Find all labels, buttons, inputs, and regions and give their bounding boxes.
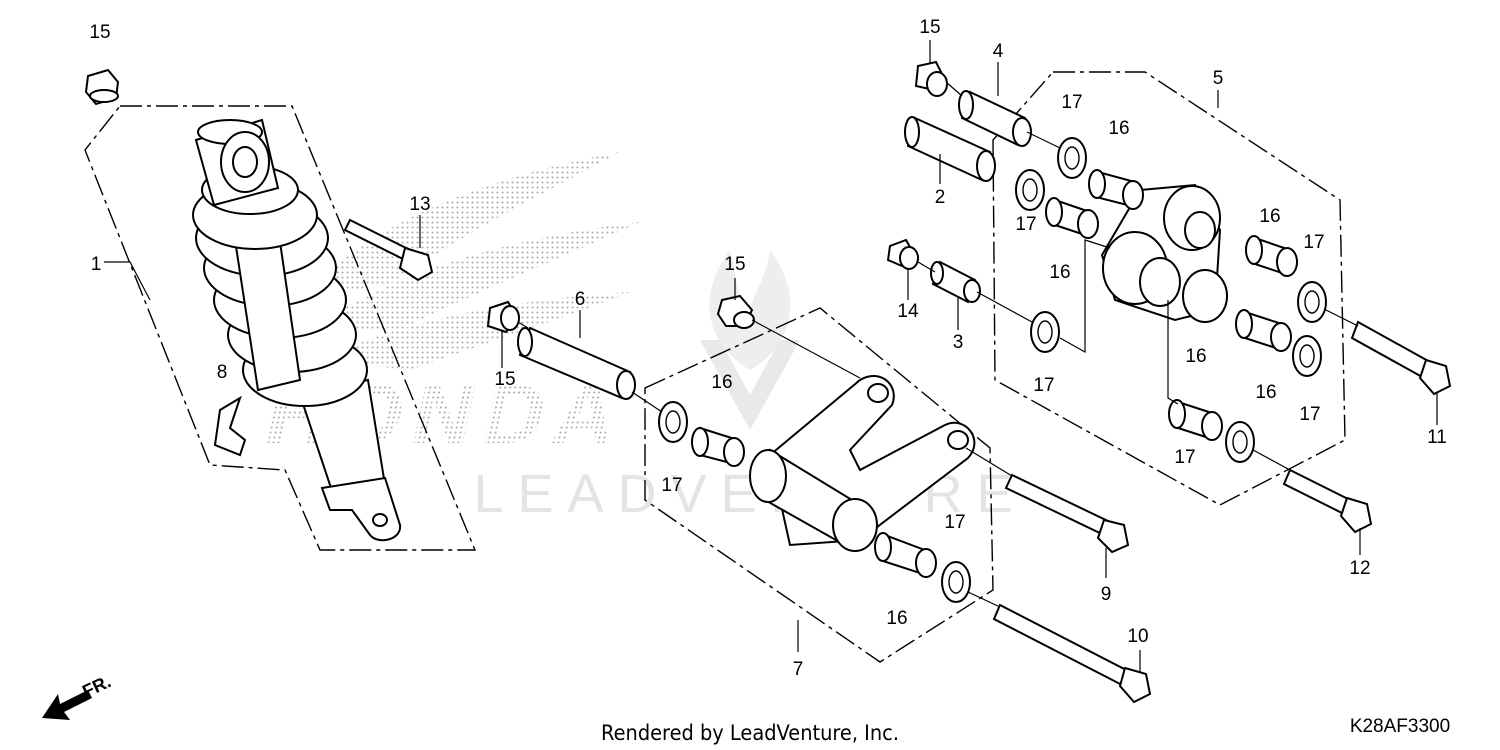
callout-4: 4 [993, 41, 1004, 62]
credit-text: Rendered by LeadVenture, Inc. [601, 721, 899, 745]
dust-seal [1015, 169, 1045, 211]
bolt-11 [1350, 320, 1452, 396]
arm-group-outline [992, 71, 1346, 506]
assembly-line [945, 81, 963, 97]
callout-17: 17 [1033, 375, 1054, 396]
assembly-line [976, 291, 1033, 323]
collar-3 [930, 260, 981, 304]
dust-seal [941, 561, 971, 603]
callouts: 1 2 3 4 5 6 7 8 9 10 11 12 13 14 15 15 1… [89, 17, 1446, 680]
dust-seal [1292, 335, 1322, 377]
callout-13: 13 [409, 194, 430, 215]
assembly-line [965, 447, 1013, 477]
assembly-line [917, 261, 936, 273]
callout-14: 14 [897, 301, 919, 322]
dust-seal [1030, 311, 1060, 353]
assembly-line [631, 391, 663, 413]
upper-mount-bolt [343, 218, 434, 282]
needle-bearing [1168, 399, 1223, 441]
dust-seal [658, 401, 688, 443]
flange-nut-top-left [84, 68, 120, 106]
needle-bearing [1235, 309, 1292, 352]
callout-17: 17 [1174, 447, 1195, 468]
needle-bearing [1045, 197, 1099, 239]
callout-17: 17 [1299, 404, 1320, 425]
callout-6: 6 [575, 289, 586, 310]
collar-6 [517, 326, 636, 400]
flange-nut-arm [914, 60, 948, 97]
callout-10: 10 [1127, 626, 1148, 647]
leader-line [104, 261, 151, 301]
callout-16: 16 [1185, 346, 1206, 367]
callout-17: 17 [1303, 232, 1324, 253]
assembly-line [517, 321, 529, 329]
bolt-12 [1282, 468, 1373, 534]
bolt-10 [992, 603, 1152, 704]
callout-11: 11 [1427, 427, 1447, 448]
callout-12: 12 [1349, 558, 1370, 579]
callout-15: 15 [919, 17, 940, 38]
rear-shock-absorber [192, 118, 402, 542]
assembly-line [1325, 309, 1359, 327]
callout-3: 3 [953, 332, 964, 353]
front-direction-arrow-icon: FR. [42, 671, 114, 720]
flange-nut-rod [716, 294, 755, 329]
rod-group-outline [644, 307, 994, 663]
collar-2 [904, 116, 996, 182]
assembly-line [1167, 300, 1179, 405]
callout-17: 17 [1015, 214, 1036, 235]
callout-17: 17 [1061, 92, 1082, 113]
needle-bearing [1088, 169, 1144, 210]
assembly-line [1026, 131, 1061, 149]
callout-1: 1 [91, 254, 102, 275]
cushion-connecting-rod [749, 375, 976, 552]
shock-group-outline [84, 105, 477, 551]
callout-16: 16 [1255, 382, 1276, 403]
callout-2: 2 [935, 187, 946, 208]
needle-bearing [691, 426, 745, 467]
cushion-arm [1100, 183, 1228, 323]
callout-15: 15 [724, 254, 745, 275]
dust-seal [1297, 281, 1327, 323]
collar-4 [958, 90, 1032, 147]
assembly-line [1252, 449, 1291, 471]
dust-seal [1225, 421, 1255, 463]
callout-15: 15 [89, 22, 110, 43]
callout-9: 9 [1101, 584, 1112, 605]
needle-bearing [874, 532, 937, 578]
assembly-line [1059, 239, 1111, 354]
callout-16: 16 [711, 372, 732, 393]
callout-16: 16 [1259, 206, 1280, 227]
callout-16: 16 [886, 608, 907, 629]
assembly-line [967, 591, 1001, 608]
callout-15: 15 [494, 369, 515, 390]
flange-nut-shock [486, 300, 520, 334]
callout-17: 17 [944, 512, 965, 533]
nut-14 [886, 238, 919, 270]
callout-17: 17 [661, 475, 682, 496]
callout-5: 5 [1213, 68, 1224, 89]
dust-seal [1057, 137, 1087, 179]
callout-7: 7 [793, 659, 804, 680]
label-plate [213, 395, 247, 457]
diagram-code: K28AF3300 [1350, 716, 1450, 737]
callout-16: 16 [1049, 262, 1070, 283]
callout-16: 16 [1108, 118, 1129, 139]
bolt-9 [1004, 473, 1130, 554]
assembly-line [751, 319, 861, 379]
needle-bearing [1245, 235, 1298, 277]
callout-8: 8 [217, 362, 228, 383]
